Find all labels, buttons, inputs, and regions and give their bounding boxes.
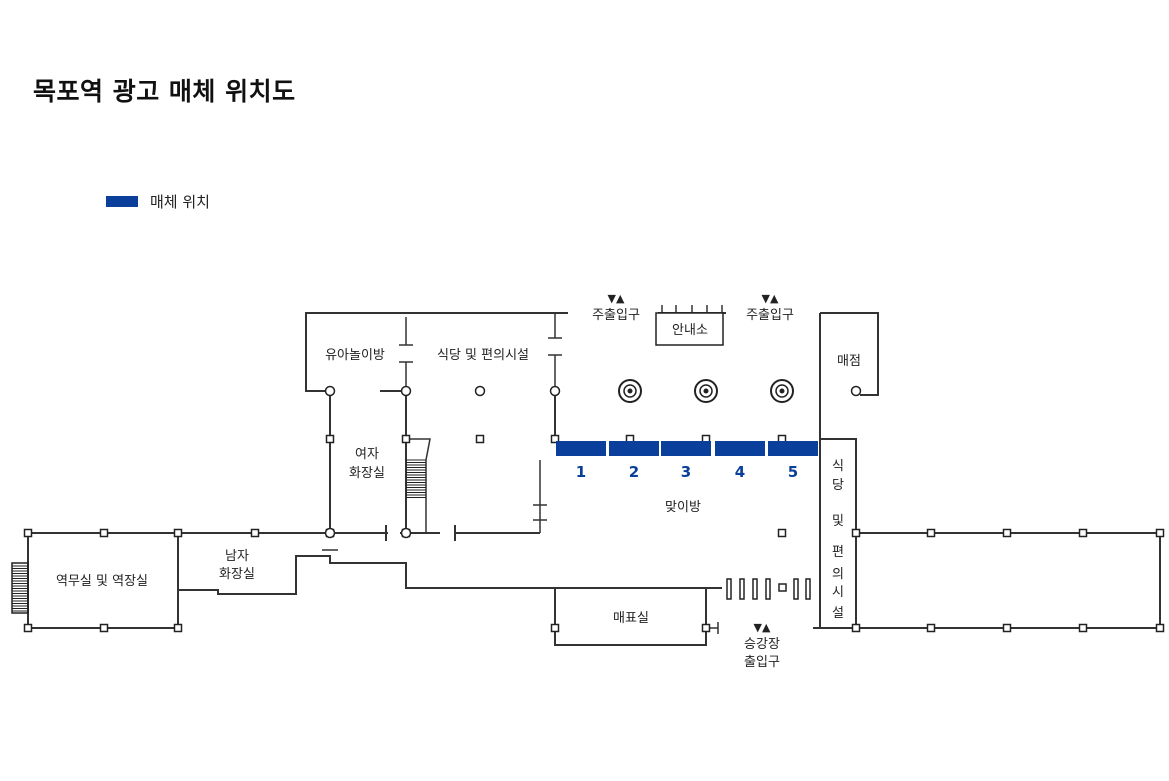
women-stair [406, 438, 431, 533]
restaurant-vertical-char: 및 [832, 514, 844, 529]
mens-restroom-label-2: 화장실 [219, 567, 255, 582]
media-bar-4 [715, 441, 765, 456]
shop-wall [819, 312, 879, 439]
column-square [173, 623, 183, 633]
column-square [1155, 623, 1165, 633]
column-square [1002, 623, 1012, 633]
column-square [401, 434, 411, 444]
restaurant-vertical-char: 설 [832, 606, 844, 621]
column-square [851, 528, 861, 538]
column-square [250, 528, 260, 538]
main-entrance-left-arrows: ▼▲ [608, 292, 625, 305]
womens-restroom-label-1: 여자 [355, 447, 379, 462]
media-number-5: 5 [788, 463, 798, 481]
media-number-2: 2 [629, 463, 639, 481]
womens-restroom-label-2: 화장실 [349, 466, 385, 481]
column-square [23, 623, 33, 633]
restaurant-vertical-char: 식 [832, 459, 844, 474]
restaurant-vertical-char: 의 [832, 567, 844, 582]
mens-restroom-label-1: 남자 [225, 549, 249, 564]
columns [23, 385, 1165, 633]
column-circle [474, 385, 486, 397]
column-circle [324, 385, 336, 397]
pillar-3 [770, 379, 794, 403]
column-square [701, 623, 711, 633]
media-bar-1 [556, 441, 606, 456]
main-entrance-right-label: 주출입구 [746, 308, 794, 323]
column-square [23, 528, 33, 538]
column-circle [400, 385, 412, 397]
column-square [475, 434, 485, 444]
column-square [926, 623, 936, 633]
media-bar-5 [768, 441, 818, 456]
column-square [1002, 528, 1012, 538]
column-square [550, 434, 560, 444]
column-square [777, 528, 787, 538]
restaurant-vertical-char: 당 [832, 478, 844, 493]
pillars [618, 379, 794, 403]
platform-entrance-label-2: 출입구 [744, 655, 780, 670]
station-office-label: 역무실 및 역장실 [56, 574, 148, 589]
main-entrance-left-label: 주출입구 [592, 308, 640, 323]
main-entrance-right-arrows: ▼▲ [762, 292, 779, 305]
legend-swatch [106, 196, 138, 207]
column-square [926, 528, 936, 538]
column-circle [850, 385, 862, 397]
info-desk-box [655, 312, 724, 346]
column-square [173, 528, 183, 538]
media-number-1: 1 [576, 463, 586, 481]
pillar-2 [694, 379, 718, 403]
ticket-office-label: 매표실 [613, 611, 649, 626]
restaurant-vertical-char: 시 [832, 585, 844, 600]
info-desk-label: 안내소 [672, 323, 708, 338]
pillar-1 [618, 379, 642, 403]
platform-entrance-label-1: 승강장 [744, 637, 780, 652]
column-square [550, 623, 560, 633]
restaurant-vertical-char: 편 [832, 545, 844, 560]
column-square [851, 623, 861, 633]
page-title: 목포역 광고 매체 위치도 [33, 77, 296, 106]
platform-entrance-arrows: ▼▲ [754, 621, 771, 634]
media-bar-3 [661, 441, 711, 456]
media-positions: 1 2 3 4 5 [556, 441, 818, 481]
column-circle [400, 527, 412, 539]
column-circle [549, 385, 561, 397]
concourse-label: 맞이방 [665, 500, 701, 515]
playroom-label: 유아놀이방 [325, 348, 385, 363]
legend-label: 매체 위치 [150, 193, 210, 211]
gate-posts [726, 578, 811, 600]
column-square [99, 528, 109, 538]
column-square [99, 623, 109, 633]
restaurant-top-label: 식당 및 편의시설 [437, 348, 529, 363]
column-square [325, 434, 335, 444]
column-square [1155, 528, 1165, 538]
media-number-4: 4 [735, 463, 745, 481]
media-number-3: 3 [681, 463, 691, 481]
media-bar-2 [609, 441, 659, 456]
column-circle [324, 527, 336, 539]
column-square [1078, 623, 1088, 633]
column-square [1078, 528, 1088, 538]
shop-label: 매점 [837, 354, 861, 369]
